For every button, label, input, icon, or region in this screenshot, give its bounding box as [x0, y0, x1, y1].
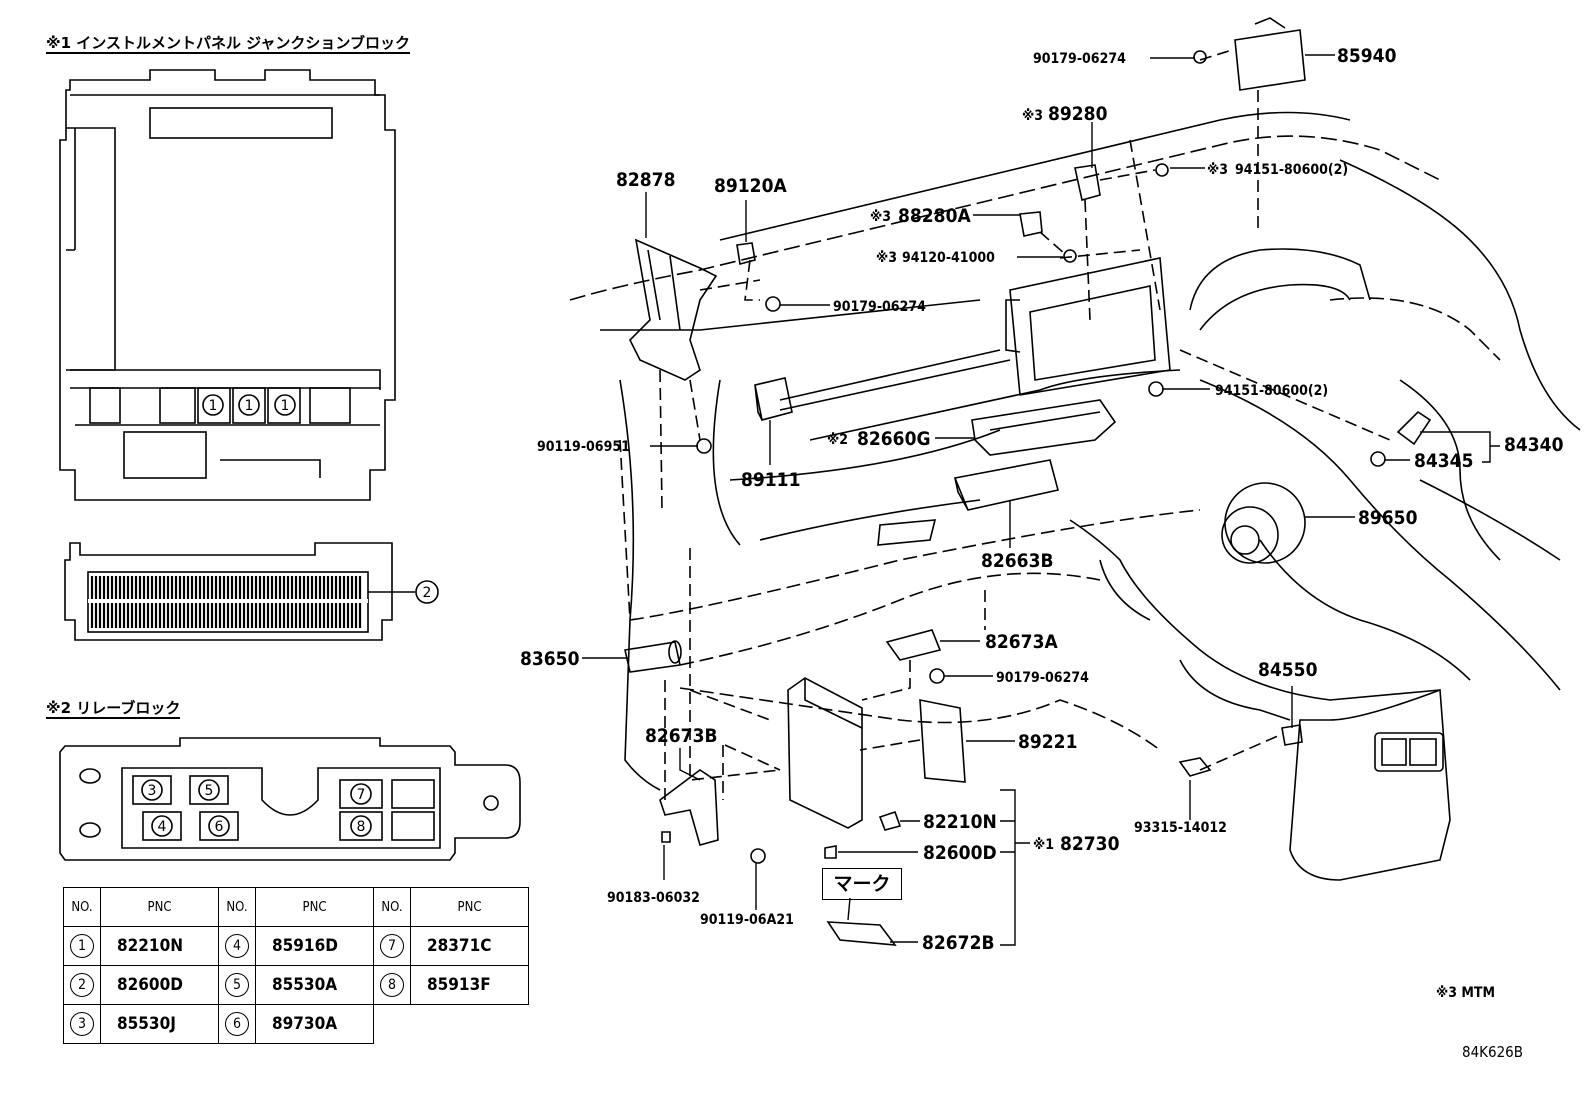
row-number: 7 [380, 934, 404, 958]
jb-connector-1c: 1 [281, 398, 290, 414]
label-84550[interactable]: 84550 [1258, 659, 1318, 681]
pnc-cell[interactable]: 85913F [410, 965, 529, 1005]
header-no-1: NO. [63, 887, 101, 927]
label-89120A[interactable]: 89120A [714, 175, 787, 197]
label-83650[interactable]: 83650 [520, 648, 580, 670]
relay-connector-6: 6 [215, 819, 224, 835]
row-number: 6 [225, 1012, 249, 1036]
label-82673B[interactable]: 82673B [645, 725, 718, 747]
dashboard-illustration [569, 17, 1581, 946]
empty-cell [411, 1005, 529, 1044]
label-85940[interactable]: 85940 [1337, 45, 1397, 67]
pnc-cell[interactable]: 82210N [100, 926, 219, 966]
label-89280[interactable]: 89280 [1048, 103, 1108, 125]
relay-block-title: ※2 リレーブロック [46, 699, 181, 719]
illustration-code: 84K626B [1462, 1043, 1523, 1061]
relay-connector-8: 8 [357, 819, 366, 835]
mark-3-94120: ※3 [876, 250, 897, 266]
pnc-cell[interactable]: 28371C [410, 926, 529, 966]
header-no-2: NO. [218, 887, 256, 927]
pnc-cell[interactable]: 82600D [100, 965, 219, 1005]
mark-1-82730: ※1 [1033, 837, 1054, 853]
table-row: 2 82600D 5 85530A 8 85913F [63, 965, 529, 1005]
label-90179-06274-top[interactable]: 90179-06274 [1033, 51, 1126, 67]
table-row: 3 85530J 6 89730A [63, 1004, 529, 1044]
table-row: 1 82210N 4 85916D 7 28371C [63, 926, 529, 966]
mark-3-88280A: ※3 [870, 209, 891, 225]
label-82663B[interactable]: 82663B [981, 550, 1054, 572]
row-number: 5 [225, 973, 249, 997]
label-89221[interactable]: 89221 [1018, 731, 1077, 753]
table-header-row: NO. PNC NO. PNC NO. PNC [63, 887, 529, 927]
mark-label-box: マーク [822, 868, 902, 900]
label-82878[interactable]: 82878 [616, 169, 675, 191]
mark-3-89280: ※3 [1022, 108, 1043, 124]
relay-connector-7: 7 [357, 787, 366, 803]
jb-connector-2: 2 [423, 585, 432, 601]
mark-3-94151-top: ※3 [1207, 162, 1228, 178]
junction-block-title: ※1 インストルメントパネル ジャンクションブロック [46, 34, 410, 54]
header-pnc-1: PNC [100, 887, 219, 927]
note-mtm: ※3 MTM [1436, 985, 1495, 1001]
label-90119-06951[interactable]: 90119-06951 [537, 439, 630, 455]
jb-connector-1b: 1 [245, 398, 254, 414]
junction-connector-illustration [64, 542, 439, 641]
label-84340[interactable]: 84340 [1504, 434, 1564, 456]
leader-lines [582, 54, 1500, 946]
label-88280A[interactable]: 88280A [898, 205, 971, 227]
jb-connector-1a: 1 [209, 398, 218, 414]
label-84345[interactable]: 84345 [1414, 450, 1473, 472]
relay-block-illustration [59, 737, 521, 861]
row-number: 2 [70, 973, 94, 997]
label-82600D[interactable]: 82600D [923, 842, 997, 864]
junction-block-illustration [59, 69, 396, 501]
mark-2-82660G: ※2 [827, 432, 848, 448]
pnc-table: NO. PNC NO. PNC NO. PNC 1 82210N 4 85916… [63, 887, 529, 1044]
label-94151-80600-mid[interactable]: 94151-80600(2) [1215, 383, 1328, 399]
pnc-cell[interactable]: 85916D [255, 926, 374, 966]
pnc-cell[interactable]: 85530J [100, 1004, 219, 1044]
label-94120-41000[interactable]: 94120-41000 [902, 250, 995, 266]
label-90119-06A21[interactable]: 90119-06A21 [700, 912, 794, 928]
label-89650[interactable]: 89650 [1358, 507, 1418, 529]
label-90179-06274-low[interactable]: 90179-06274 [996, 670, 1089, 686]
label-93315-14012[interactable]: 93315-14012 [1134, 820, 1227, 836]
label-82672B[interactable]: 82672B [922, 932, 995, 954]
relay-connector-4: 4 [158, 819, 167, 835]
row-number: 4 [225, 934, 249, 958]
label-82730[interactable]: 82730 [1060, 833, 1120, 855]
empty-cell [374, 1005, 411, 1044]
pnc-cell[interactable]: 89730A [255, 1004, 374, 1044]
row-number: 1 [70, 934, 94, 958]
label-90183-06032[interactable]: 90183-06032 [607, 890, 700, 906]
pnc-cell[interactable]: 85530A [255, 965, 374, 1005]
label-89111[interactable]: 89111 [741, 469, 800, 491]
label-82660G[interactable]: 82660G [857, 428, 931, 450]
label-82210N[interactable]: 82210N [923, 811, 997, 833]
label-90179-06274-mid[interactable]: 90179-06274 [833, 299, 926, 315]
label-82673A[interactable]: 82673A [985, 631, 1058, 653]
header-pnc-2: PNC [255, 887, 374, 927]
relay-connector-3: 3 [148, 783, 157, 799]
relay-connector-5: 5 [205, 783, 214, 799]
row-number: 8 [380, 973, 404, 997]
header-pnc-3: PNC [410, 887, 529, 927]
header-no-3: NO. [373, 887, 411, 927]
label-94151-80600-top[interactable]: 94151-80600(2) [1235, 162, 1348, 178]
reference-lines [619, 49, 1391, 800]
row-number: 3 [70, 1012, 94, 1036]
